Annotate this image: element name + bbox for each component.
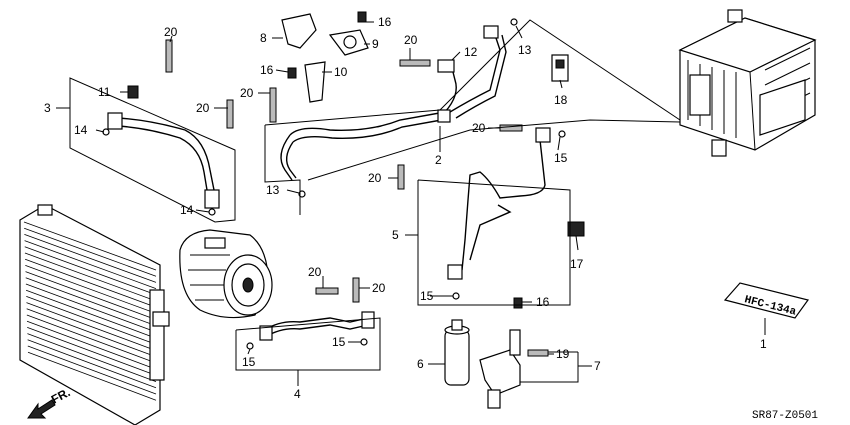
discharge-hose (107, 112, 220, 209)
condenser-fin (25, 289, 157, 339)
callout-15c: 15 (242, 355, 256, 369)
callout-11: 11 (98, 85, 111, 99)
callout-20d: 20 (404, 33, 418, 47)
callout-2: 2 (435, 153, 442, 167)
compressor (179, 229, 273, 319)
receiver-bracket (479, 329, 521, 409)
callout-14b: 14 (180, 203, 194, 217)
condenser-fin (27, 327, 157, 376)
condenser-fin (25, 258, 157, 308)
callout-16b: 16 (260, 63, 274, 77)
condenser-fin (26, 302, 157, 351)
nut-parts (287, 11, 523, 309)
condenser-pipe (259, 311, 375, 341)
suction-hose (280, 25, 507, 181)
diagram-code: SR87-Z0501 (752, 410, 818, 422)
evaporator-unit (678, 9, 817, 157)
callout-4: 4 (294, 387, 301, 401)
callout-15b: 15 (420, 289, 434, 303)
callout-20f: 20 (368, 171, 382, 185)
callout-20h: 20 (372, 281, 386, 295)
callout-14a: 14 (74, 123, 88, 137)
callout-5: 5 (392, 228, 399, 242)
callout-13a: 13 (518, 43, 532, 57)
condenser-fin (24, 240, 157, 289)
condenser-fin (26, 314, 157, 364)
cap-11 (127, 85, 139, 99)
callout-9: 9 (372, 37, 379, 51)
front-direction-arrow: FR. (27, 385, 72, 419)
condenser-fin (24, 252, 157, 302)
callout-15a: 15 (554, 151, 568, 165)
callout-20g: 20 (308, 265, 322, 279)
callout-15d: 15 (332, 335, 346, 349)
callout-labels: 1 2 3 4 5 6 7 8 9 10 11 12 13 13 14 14 1… (44, 15, 767, 401)
condenser-fin (24, 246, 157, 296)
callout-20e: 20 (472, 121, 486, 135)
condenser-fin (27, 333, 157, 382)
condenser-fin (27, 351, 157, 401)
callout-16a: 16 (378, 15, 392, 29)
bolt-parts (165, 39, 549, 357)
receiver-line (447, 127, 551, 280)
callout-3: 3 (44, 101, 51, 115)
bracket-10 (304, 61, 326, 103)
switch-18 (551, 54, 569, 82)
hose-clamp-9 (328, 29, 369, 56)
callout-20b: 20 (196, 101, 210, 115)
callout-10: 10 (334, 65, 348, 79)
callout-1: 1 (760, 337, 767, 351)
condenser-fin (26, 308, 157, 358)
condenser-fin (24, 234, 157, 283)
callout-18: 18 (554, 93, 568, 107)
condenser-fin (25, 265, 157, 314)
callout-16c: 16 (536, 295, 550, 309)
callout-7: 7 (594, 359, 601, 373)
o-rings (102, 18, 566, 350)
condenser-fin (23, 221, 157, 271)
condenser (19, 204, 170, 425)
condenser-fin (26, 320, 157, 370)
leader-lines (56, 19, 766, 386)
condenser-fin (27, 345, 157, 395)
callout-13b: 13 (266, 183, 280, 197)
condenser-fin (25, 271, 157, 320)
callout-12: 12 (464, 45, 478, 59)
hose-clamp-8 (281, 13, 317, 49)
condenser-fin (26, 296, 157, 345)
condenser-fin (24, 227, 157, 277)
condenser-fin (27, 339, 157, 389)
label-plate: HFC-134a (723, 282, 810, 319)
callout-19: 19 (556, 347, 570, 361)
callout-17: 17 (570, 257, 584, 271)
callout-20a: 20 (164, 25, 178, 39)
receiver-drier (444, 319, 470, 386)
condenser-fin (25, 283, 157, 333)
callout-6: 6 (417, 357, 424, 371)
callout-8: 8 (260, 31, 267, 45)
callout-20c: 20 (240, 86, 254, 100)
condenser-fin (25, 277, 157, 327)
